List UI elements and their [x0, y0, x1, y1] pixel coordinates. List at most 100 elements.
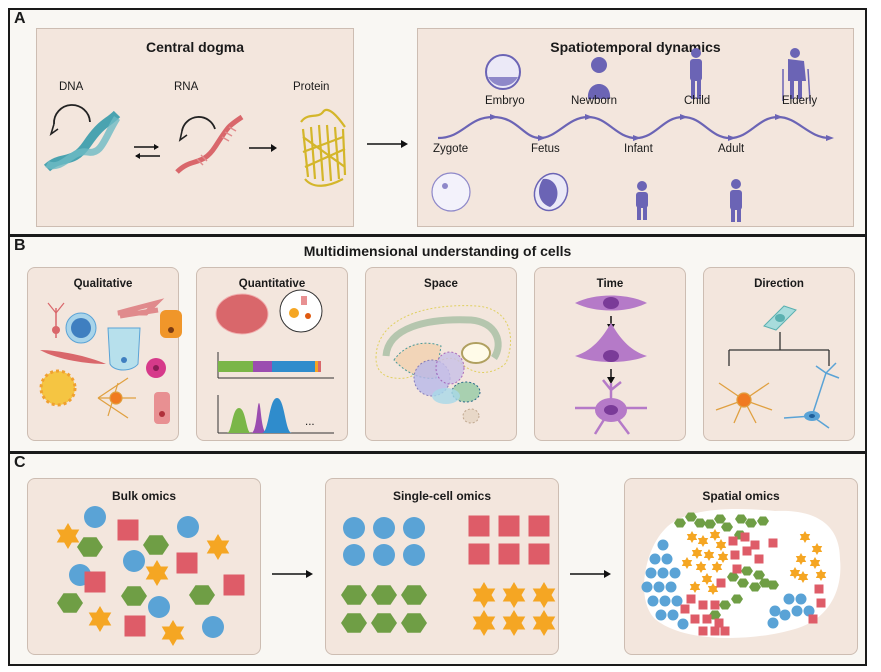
adult-icon [730, 179, 742, 222]
blue-circle-cell [177, 516, 199, 538]
stage-elderly: Elderly [782, 95, 818, 107]
red-square-cell [117, 519, 139, 541]
spatial-omics-box: Spatial omics [624, 478, 858, 655]
blue-circle-cell [665, 581, 677, 593]
blue-circle-cell [661, 553, 673, 565]
protein-label: Protein [293, 81, 330, 93]
red-square-cell [750, 540, 760, 550]
blue-circle-cell [343, 544, 365, 566]
green-hexagon-cell [704, 519, 716, 529]
green-hexagon-cell [143, 535, 169, 555]
neuron-icon [783, 362, 840, 429]
blue-circle-cell [655, 609, 667, 621]
brain-section-icon [375, 305, 512, 424]
blue-circle-cell [669, 567, 681, 579]
green-hexagon-cell [749, 582, 761, 592]
quantitative-illustration [215, 289, 334, 434]
red-square-cell [720, 626, 730, 636]
protein-structure-icon [300, 108, 347, 187]
green-hexagon-cell [77, 537, 103, 557]
panel-label: C [14, 454, 26, 471]
box-title: Bulk omics [111, 489, 177, 503]
blue-circle-cell [779, 609, 791, 621]
smooth-muscle-cell-icon [40, 350, 106, 364]
yellow-star-cell [717, 551, 729, 563]
arrow-icon [367, 140, 408, 148]
oligodendrocyte-icon [97, 377, 136, 419]
red-square-cell [528, 543, 550, 565]
green-hexagon-cell [189, 585, 215, 605]
epithelial-cell-icon [107, 327, 141, 371]
child-icon [690, 48, 702, 99]
green-hexagon-cell [371, 585, 397, 605]
astrocyte-icon [715, 382, 773, 424]
red-square-cell [728, 536, 738, 546]
panel-a: A Central dogma DNA RNA Protein [8, 8, 867, 236]
green-hexagon-cell [731, 594, 743, 604]
yellow-star-cell [709, 529, 721, 541]
embryo-icon [485, 54, 521, 90]
astrocyte-yellow-icon [39, 369, 77, 407]
red-square-cell [176, 552, 198, 574]
blue-circle-cell [791, 605, 803, 617]
box-title: Space [424, 278, 458, 290]
red-square-cell [468, 543, 490, 565]
single-cell-sorted-cells [341, 515, 556, 636]
box-title: Quantitative [238, 278, 306, 290]
rna-strand-icon [175, 114, 244, 174]
panel-b: B Multidimensional understanding of cell… [8, 235, 867, 453]
stem-cell-icon [763, 305, 797, 331]
yellow-star-cell [56, 523, 80, 549]
central-dogma-title: Central dogma [145, 39, 244, 55]
red-square-cell [730, 550, 740, 560]
green-hexagon-cell [401, 613, 427, 633]
stage-embryo: Embryo [485, 95, 525, 107]
lineage-tree [715, 305, 840, 429]
green-hexagon-cell [719, 600, 731, 610]
time-box: Time [534, 267, 686, 441]
blue-circle-cell [202, 616, 224, 638]
blue-circle-cell [403, 517, 425, 539]
blue-circle-cell [343, 517, 365, 539]
yellow-star-cell [795, 553, 807, 565]
distribution-peak-green [227, 408, 251, 433]
yellow-star-cell [689, 581, 701, 593]
yellow-star-cell [206, 534, 230, 560]
green-hexagon-cell [721, 522, 733, 532]
cell-differentiation-timeline [575, 295, 647, 435]
yellow-star-cell [502, 582, 526, 608]
macrophage-icon [146, 358, 166, 378]
stage-adult: Adult [718, 143, 745, 155]
yellow-star-cell [161, 620, 185, 646]
yellow-star-cell [711, 561, 723, 573]
red-square-cell [84, 571, 106, 593]
red-square-cell [223, 574, 245, 596]
intermediate-cell-icon [575, 323, 647, 362]
yellow-star-cell [707, 583, 719, 595]
green-hexagon-cell [741, 566, 753, 576]
yellow-star-cell [697, 535, 709, 547]
blue-circle-cell [795, 593, 807, 605]
green-hexagon-cell [709, 610, 721, 620]
panel-label: A [14, 10, 26, 27]
lymphocyte-icon [65, 312, 97, 344]
red-square-cell [686, 594, 696, 604]
green-hexagon-cell [401, 585, 427, 605]
panel-c: C Bulk omics Single-cell omics Spatial o… [8, 452, 867, 666]
zygote-icon [431, 172, 471, 212]
newborn-icon [587, 57, 611, 99]
arrow-icon [272, 570, 313, 578]
yellow-star-cell [815, 569, 827, 581]
red-square-cell [816, 598, 826, 608]
red-square-cell [768, 538, 778, 548]
red-square-cell [710, 626, 720, 636]
dna-label: DNA [59, 81, 84, 93]
blue-circle-cell [649, 553, 661, 565]
box-title: Spatial omics [702, 489, 780, 503]
blue-circle-cell [84, 506, 106, 528]
infant-icon [636, 181, 648, 220]
ellipsis-text: ... [305, 416, 315, 428]
blue-circle-cell [667, 609, 679, 621]
yellow-star-cell [686, 531, 698, 543]
stage-child: Child [684, 95, 711, 107]
